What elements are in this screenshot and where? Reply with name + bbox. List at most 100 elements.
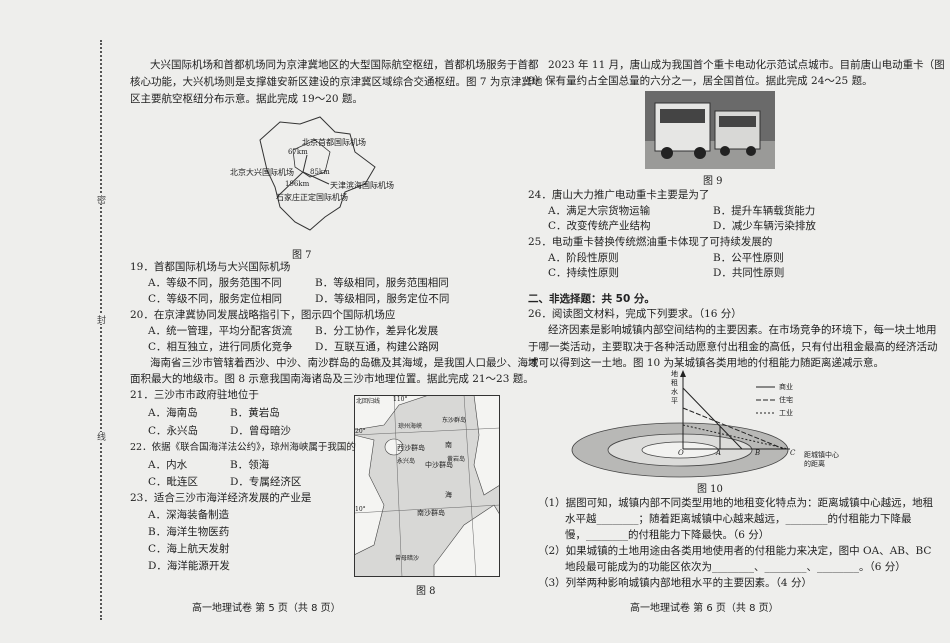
map-label: 西沙群岛: [397, 444, 425, 452]
y-axis-label: 地 租 水 平: [671, 370, 679, 406]
point-label-c: C: [790, 449, 796, 457]
y-axis-char: 地: [671, 370, 678, 378]
figure-9-caption: 图 9: [703, 176, 723, 187]
map-label: 海: [445, 491, 452, 499]
q26-sub2: 地段最可能成为的功能区依次为________、________、________…: [565, 561, 906, 573]
figure-7-caption: 图 7: [292, 250, 312, 261]
q20-option-c: C．相互独立，进行同质化竞争: [148, 341, 293, 353]
map-label: 南沙群岛: [417, 509, 445, 517]
map-label: 中沙群岛: [425, 461, 453, 469]
q21-option-b: B．黄岩岛: [230, 407, 280, 419]
q23-option-c: C．海上航天发射: [148, 543, 230, 555]
binding-label: 线: [94, 432, 107, 441]
intro-line: 核心功能，大兴机场则是支撑雄安新区建设的京津冀区域综合交通枢纽。图 7 为京津冀…: [130, 76, 543, 88]
q19-option-b: B．等级相同，服务范围相同: [315, 277, 449, 289]
intro2-line: 面积最大的地级市。图 8 示意我国南海诸岛及三沙市地理位置。据此完成 21～23…: [130, 373, 534, 385]
q19-stem: 19．首都国际机场与大兴国际机场: [130, 261, 291, 273]
binding-label: 封: [94, 315, 107, 324]
q26-sub2: （2）如果城镇的土地用途由各类用地使用者的付租能力来决定，图中 OA、AB、BC: [538, 545, 932, 557]
q26-sub1: （1）据图可知，城镇内部不同类型用地的地租变化特点为：距离城镇中心越远，地租: [538, 497, 934, 509]
page-footer: 高一地理试卷 第 6 页（共 8 页）: [630, 603, 779, 614]
intro-line: 2023 年 11 月，唐山成为我国首个重卡电动化示范试点城市。目前唐山电动重卡…: [548, 59, 945, 71]
map-label: 石家庄正定国际机场: [276, 193, 348, 202]
map-label: 天津滨海国际机场: [330, 181, 394, 190]
point-label-b: B: [755, 449, 761, 457]
q25-option-c: C．持续性原则: [548, 267, 620, 279]
figure-7-map: [259, 116, 376, 231]
q24-stem: 24．唐山大力推广电动重卡主要是为了: [528, 189, 710, 201]
q19-option-c: C．等级不同，服务定位相同: [148, 293, 283, 305]
map-label: 10°: [355, 506, 366, 513]
q26-material: 才可以得到这一土地。图 10 为某城镇各类用地的付租能力随距离递减示意。: [528, 357, 885, 369]
figure-8-caption: 图 8: [416, 586, 436, 597]
q26-material: 于哪一类活动，主要取决于各种活动愿意付出租金的高低，只有付出租金最高的经济活动: [528, 341, 938, 353]
q22-option-c: C．毗连区: [148, 476, 199, 488]
map-label: 黄岩岛: [447, 456, 466, 463]
q26-sub3: （3）列举两种影响城镇内部地租水平的主要因素。（4 分）: [538, 577, 812, 589]
intro-line: 区主要航空枢纽分布示意。据此完成 19～20 题。: [130, 93, 363, 105]
q19-option-a: A．等级不同，服务范围不同: [148, 277, 282, 289]
q21-option-c: C．永兴岛: [148, 425, 199, 437]
q20-option-d: D．互联互通，构建公路网: [315, 341, 439, 353]
q20-option-b: B．分工协作，差异化发展: [315, 325, 439, 337]
point-label-a: A: [716, 449, 722, 457]
q23-stem: 23．适合三沙市海洋经济发展的产业是: [130, 492, 312, 504]
x-axis-label-line: 的距离: [804, 460, 825, 468]
q24-option-b: B．提升车辆载货能力: [713, 205, 816, 217]
distance-label: 85km: [310, 168, 330, 176]
q25-stem: 25．电动重卡替换传统燃油重卡体现了可持续发展的: [528, 236, 773, 248]
q24-option-a: A．满足大宗货物运输: [548, 205, 651, 217]
q26-sub1: 水平越________；随着距离城镇中心越来越远，________的付租能力下降…: [565, 513, 912, 525]
q26-stem: 26．阅读图文材料，完成下列要求。（16 分）: [528, 308, 742, 320]
legend-commercial: 商业: [779, 383, 793, 391]
figure-8-map: [354, 395, 500, 577]
q21-option-a: A．海南岛: [148, 407, 198, 419]
q20-option-a: A．统一管理，平均分配客货流: [148, 325, 293, 337]
point-label-o: O: [678, 449, 684, 457]
binding-line: [100, 40, 102, 620]
q23-option-a: A．深海装备制造: [148, 509, 230, 521]
map-label: 北回归线: [356, 398, 381, 405]
legend-residential: 住宅: [779, 396, 793, 404]
map-label: 北京大兴国际机场: [230, 168, 294, 177]
figure-10-diagram: [571, 370, 790, 478]
section-heading: 二、非选择题：共 50 分。: [528, 293, 655, 305]
y-axis-char: 平: [671, 397, 678, 405]
distance-label: 67km: [288, 148, 308, 156]
q25-option-a: A．阶段性原则: [548, 252, 619, 264]
intro-line: 大兴国际机场和首都机场同为京津冀地区的大型国际航空枢纽，首都机场服务于首都: [150, 59, 539, 71]
map-label: 东沙群岛: [442, 417, 467, 424]
q26-material: 经济因素是影响城镇内部空间结构的主要因素。在市场竞争的环境下，每一块土地用: [548, 324, 937, 336]
x-axis-label-line: 距城镇中心: [804, 451, 839, 459]
x-axis-label: 距城镇中心 的距离: [804, 451, 839, 469]
q25-option-b: B．公平性原则: [713, 252, 784, 264]
intro-line: 9）保有量约占全国总量的六分之一，居全国首位。据此完成 24～25 题。: [528, 75, 873, 87]
q21-option-d: D．曾母暗沙: [230, 425, 291, 437]
q22-option-d: D．专属经济区: [230, 476, 302, 488]
distance-label: 196km: [285, 180, 310, 188]
q24-option-c: C．改变传统产业结构: [548, 220, 651, 232]
intro2-line: 海南省三沙市管辖着西沙、中沙、南沙群岛的岛礁及其海域，是我国人口最少、海域: [150, 357, 539, 369]
map-label: 南: [445, 441, 452, 449]
page-footer: 高一地理试卷 第 5 页（共 8 页）: [192, 603, 341, 614]
q21-stem: 21．三沙市市政府驻地位于: [130, 389, 259, 401]
map-label: 曾母暗沙: [395, 555, 420, 562]
map-label: 永兴岛: [397, 458, 416, 465]
map-label: 110°: [393, 396, 408, 403]
figure-9-truck-photo: [645, 91, 775, 169]
y-axis-char: 租: [671, 379, 678, 387]
q22-stem: 22．依据《联合国海洋法公约》，琼州海峡属于我国的: [130, 442, 356, 453]
y-axis-char: 水: [671, 388, 678, 396]
map-label: 琼州海峡: [398, 423, 423, 430]
q20-stem: 20．在京津冀协同发展战略指引下，图示四个国际机场应: [130, 309, 396, 321]
q24-option-d: D．减少车辆污染排放: [713, 220, 816, 232]
q25-option-d: D．共同性原则: [713, 267, 785, 279]
q19-option-d: D．等级相同，服务定位不同: [315, 293, 450, 305]
q23-option-d: D．海洋能源开发: [148, 560, 230, 572]
q23-option-b: B．海洋生物医药: [148, 526, 230, 538]
q22-option-b: B．领海: [230, 459, 270, 471]
map-label: 北京首都国际机场: [302, 138, 366, 147]
q26-sub1: 慢，________的付租能力下降最快。（6 分）: [565, 529, 770, 541]
q22-option-a: A．内水: [148, 459, 188, 471]
figure-10-caption: 图 10: [697, 484, 723, 495]
